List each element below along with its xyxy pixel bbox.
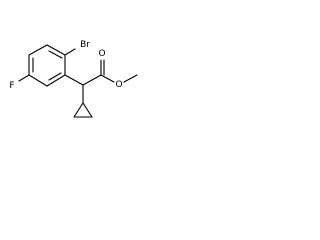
bond-oxygen-methyl xyxy=(123,74,138,83)
bromine-label: Br xyxy=(80,40,90,50)
ring-bond-4-5 xyxy=(28,74,48,87)
ring-double-bond-c xyxy=(48,72,62,81)
cyclopropyl-bond-1 xyxy=(73,102,84,118)
ring-bond-2-3 xyxy=(28,44,48,56)
ether-oxygen-label: O xyxy=(115,80,122,90)
bond-ring-fluorine xyxy=(18,74,30,82)
bond-alpha-carbonyl xyxy=(82,74,102,86)
ring-bond-5-6 xyxy=(46,74,66,87)
cyclopropyl-bond-3 xyxy=(82,102,93,118)
carbonyl-oxygen-label: O xyxy=(98,49,105,59)
bond-ring-bromine xyxy=(64,48,76,56)
ring-bond-1-2 xyxy=(46,44,66,56)
ring-double-bond-a xyxy=(48,50,63,59)
benzene-ring xyxy=(28,44,66,87)
fluorine-label: F xyxy=(9,81,14,91)
molecule-structure: Br F O O xyxy=(9,40,138,118)
bond-ring-alpha-carbon xyxy=(64,74,84,86)
bond-carbonyl-ester-oxygen xyxy=(100,74,115,83)
cyclopropyl-ring xyxy=(73,102,93,118)
